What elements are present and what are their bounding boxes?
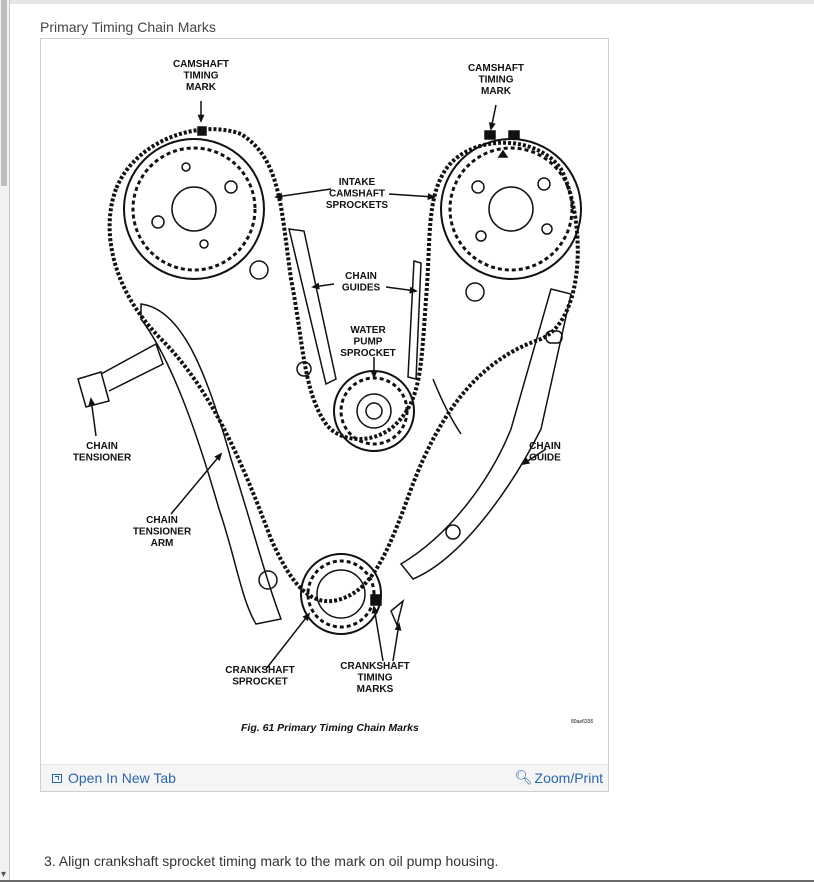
arrowhead [427, 193, 436, 201]
chain-tensioner [77, 371, 110, 408]
leader-line [265, 613, 310, 670]
arrowhead [302, 612, 311, 622]
leader-line [373, 606, 384, 662]
arrowhead [214, 452, 223, 462]
arrowhead [370, 370, 378, 379]
figure-caption: Fig. 61 Primary Timing Chain Marks [241, 722, 419, 734]
arrowhead [488, 122, 496, 131]
zoom-print-link[interactable]: 🔍︎ Zoom/Print [515, 769, 603, 786]
leader-line [388, 193, 435, 198]
magnifier-icon: 🔍︎ [514, 769, 533, 785]
right-cam-sprocket [440, 138, 582, 280]
figure-footer: Open In New Tab 🔍︎ Zoom/Print [41, 764, 608, 791]
arrowhead [521, 457, 531, 466]
arrowhead [371, 605, 379, 614]
zoom-print-label: Zoom/Print [534, 769, 603, 786]
leader-line [170, 453, 222, 515]
crankshaft-sprocket [300, 553, 382, 635]
tensioner-arm [140, 303, 283, 625]
open-in-new-tab-link[interactable]: Open In New Tab [52, 770, 176, 786]
top-bar [0, 0, 814, 4]
chain-guide-left [288, 228, 337, 386]
leader-line [275, 188, 332, 198]
scroll-down-arrow[interactable]: ▾ [1, 869, 7, 880]
chain-guide-right [399, 288, 572, 580]
bottom-divider [0, 880, 814, 882]
scrollbar[interactable]: ▾ [0, 0, 10, 882]
arrowhead [197, 114, 205, 123]
arrowhead [311, 282, 320, 290]
open-new-tab-icon [52, 773, 62, 783]
scrollbar-thumb[interactable] [1, 0, 7, 186]
step-instruction: 3. Align crankshaft sprocket timing mark… [44, 853, 499, 869]
figure-title: Primary Timing Chain Marks [40, 19, 216, 35]
arrowhead [409, 286, 418, 294]
figure-code: 80ae6336 [571, 719, 593, 725]
left-cam-sprocket [123, 138, 265, 280]
arrowhead [394, 622, 402, 631]
arrowhead [274, 192, 283, 200]
timing-chain [107, 127, 580, 604]
open-tab-label: Open In New Tab [68, 770, 176, 786]
arrowhead [88, 397, 96, 406]
chain-guide-center [407, 260, 422, 380]
water-pump-sprocket [333, 370, 415, 452]
